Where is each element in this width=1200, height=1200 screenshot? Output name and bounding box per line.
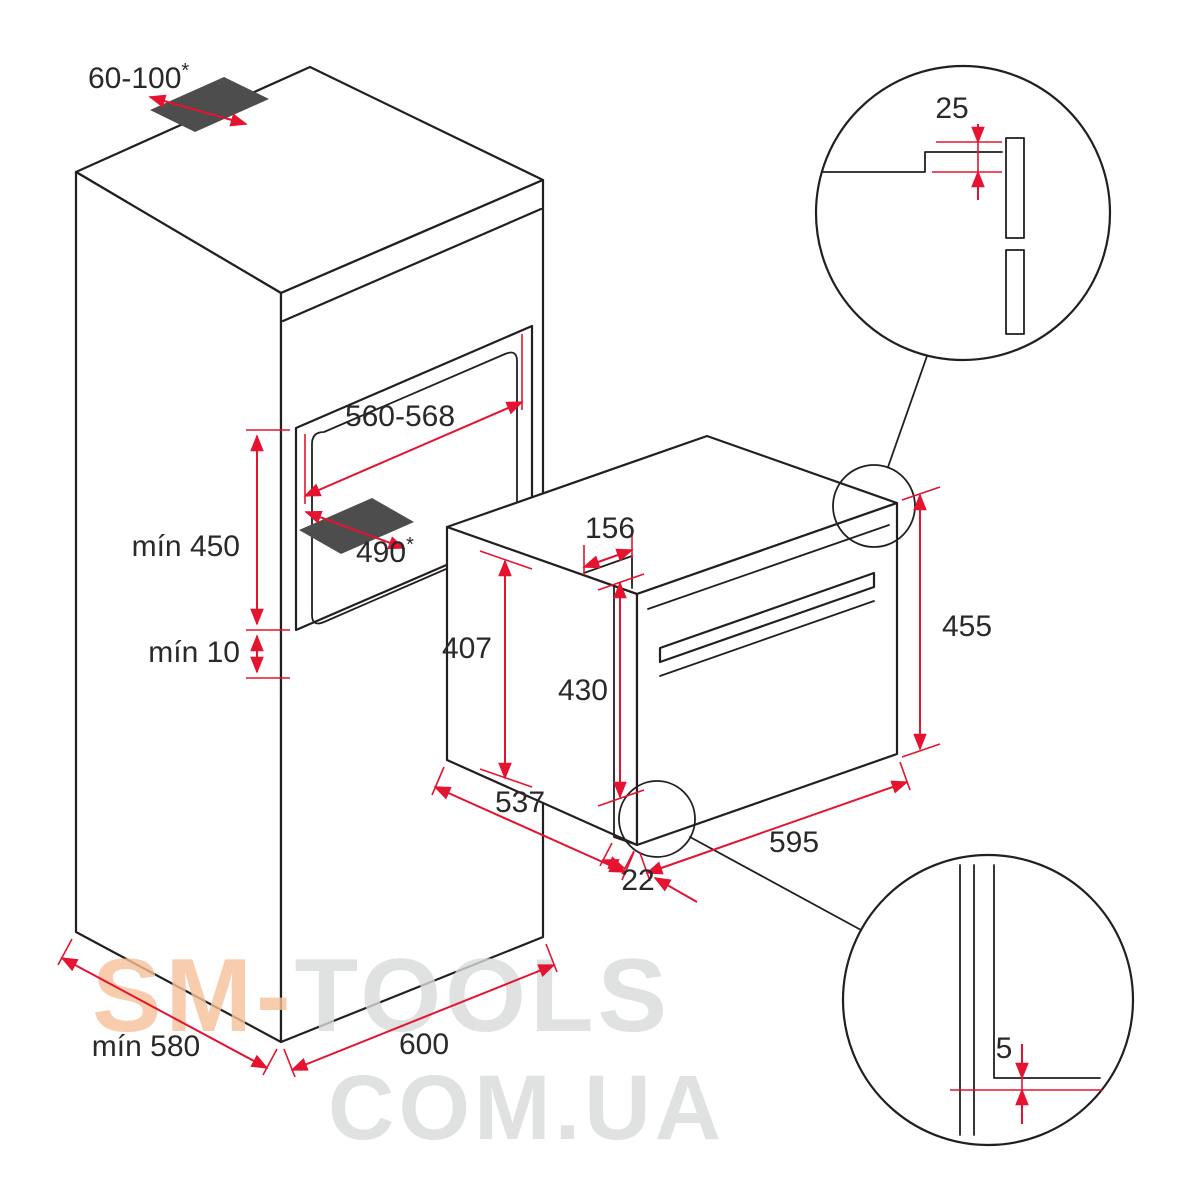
dim-line-cabinet-width <box>290 964 556 1071</box>
dim-label-niche-depth: 490* <box>356 534 414 569</box>
dim-label-frame-overhang: 22 <box>621 864 654 897</box>
detail-top-trim-upper <box>1005 137 1025 239</box>
dim-label-top-recess: 156 <box>585 512 635 545</box>
dim-label-front-height: 455 <box>942 610 992 643</box>
dim-label-front-width: 595 <box>769 826 819 859</box>
dim-label-niche-height: mín 450 <box>132 530 240 563</box>
dim-label-vent-sup: * <box>181 60 189 82</box>
detail-top-trim-lower <box>1005 249 1025 335</box>
detail-circle-top <box>814 64 1112 362</box>
dim-label-inner-height: 430 <box>558 674 608 707</box>
detail-view-top: 25 <box>814 64 1112 362</box>
ext-body-depth-right <box>621 851 635 881</box>
detail-bottom-door-profile <box>993 864 1101 1079</box>
dimension-cabinet-depth: mín 580 <box>57 938 278 1076</box>
oven-drawing <box>445 434 899 847</box>
ext-cabinet-depth-right <box>262 1048 278 1076</box>
ext-front-width-left <box>639 852 651 882</box>
oven-handle-bar <box>658 571 876 664</box>
dim-line-niche-depth <box>304 510 406 550</box>
dim-line-niche-width <box>303 401 524 497</box>
dim-label-vent-value: 60-100 <box>88 62 181 95</box>
cabinet-top-board-line <box>281 207 543 323</box>
dim-line-body-depth <box>433 786 627 873</box>
cabinet-left-face <box>74 170 283 1044</box>
dim-label-vent: 60-100* <box>88 60 189 95</box>
dimension-vent: 60-100* <box>88 60 248 127</box>
detail-top-cabinet-profile <box>821 151 1003 173</box>
dim-label-cabinet-width: 600 <box>399 1028 449 1061</box>
dimension-cabinet-width: 600 <box>283 943 558 1078</box>
dim-label-niche-depth-value: 490 <box>356 536 406 569</box>
detail-view-bottom: 5 <box>841 853 1135 1147</box>
dimension-body-height: 407 <box>442 550 533 788</box>
ext-cabinet-width-left <box>283 1048 296 1078</box>
dim-label-detail-top-gap: 25 <box>935 92 968 125</box>
dim-label-cabinet-depth: mín 580 <box>92 1030 200 1063</box>
watermark-line2: COM.UA <box>328 1057 725 1159</box>
dimension-bottom-clearance: mín 10 <box>148 634 290 679</box>
dimension-frame-overhang: 22 <box>599 842 698 903</box>
dim-label-detail-bottom-gap: 5 <box>996 1032 1013 1065</box>
dim-label-bottom-clearance: mín 10 <box>148 636 240 669</box>
leader-arrow-frame-overhang <box>653 877 698 903</box>
dim-line-vent <box>148 94 248 127</box>
dim-label-body-height: 407 <box>442 632 492 665</box>
dimension-front-width: 595 <box>639 761 911 882</box>
dim-label-niche-depth-sup: * <box>406 534 414 556</box>
dim-label-niche-width: 560-568 <box>345 400 455 433</box>
dim-line-cabinet-depth <box>60 957 269 1069</box>
dimension-niche-width: 560-568 <box>303 334 524 504</box>
dimension-niche-depth: 490* <box>304 510 414 569</box>
dim-line-frame-overhang <box>601 856 626 872</box>
dimension-top-recess: 156 <box>582 512 635 575</box>
dim-label-body-depth: 537 <box>495 786 545 819</box>
watermark-gray-text: TOOLS <box>295 938 671 1054</box>
dimension-body-depth: 537 <box>431 766 635 881</box>
dimension-niche-height: mín 450 <box>132 429 290 631</box>
dim-line-front-width <box>645 780 909 875</box>
detail-circle-bottom <box>841 853 1135 1147</box>
leader-line-top-detail <box>887 355 928 468</box>
oven-door-seam <box>659 600 875 677</box>
dimension-front-height: 455 <box>901 486 992 758</box>
dim-line-top-recess <box>582 548 634 569</box>
dimension-inner-height: 430 <box>558 573 645 807</box>
ext-cabinet-depth-left <box>57 938 73 966</box>
